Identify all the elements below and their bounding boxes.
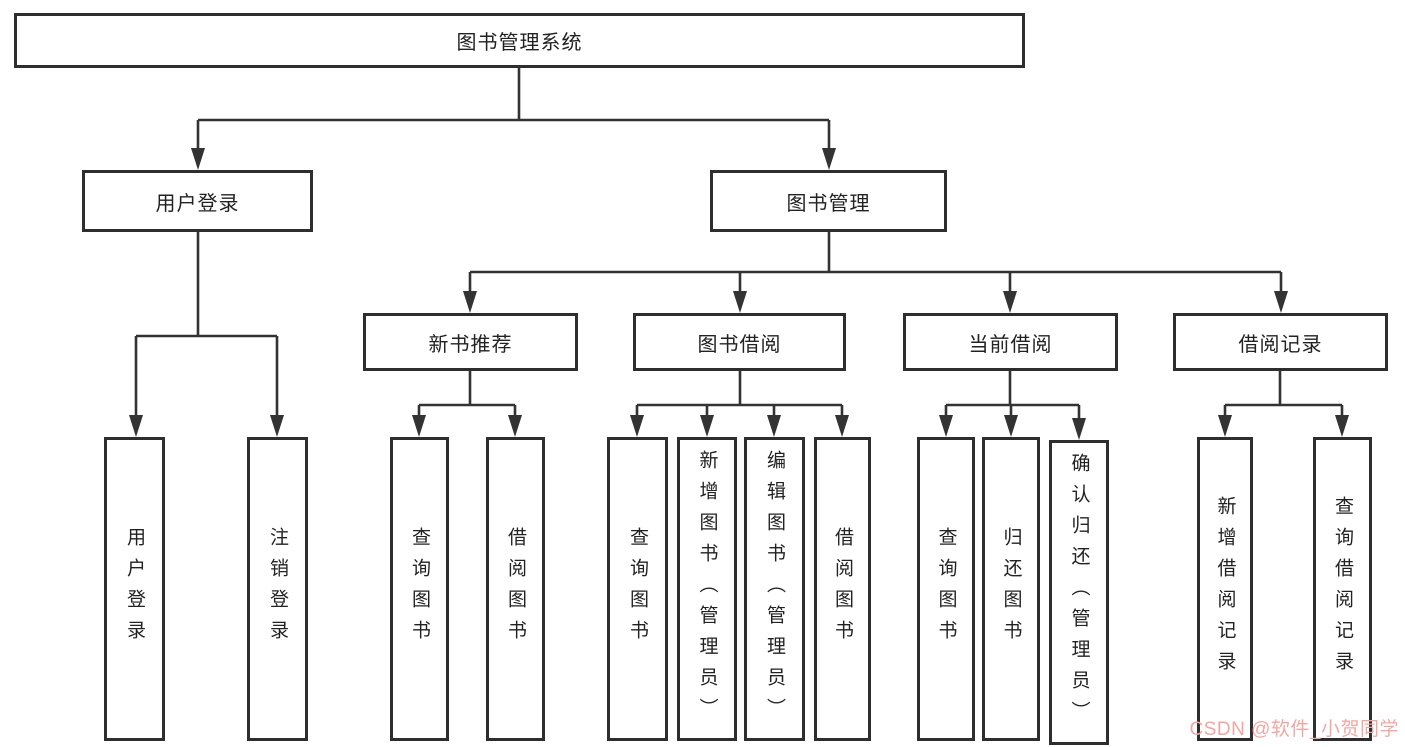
node-new-book-recommendation: 新书推荐 <box>363 313 578 371</box>
leaf-confirm-return-admin: 确认归还（管理员） <box>1049 440 1109 745</box>
leaf-add-borrow-record: 新增借阅记录 <box>1197 437 1253 741</box>
leaf-label: 新增借阅记录 <box>1214 496 1236 682</box>
leaf-label: 查询图书 <box>627 527 648 651</box>
leaf-label: 归还图书 <box>1000 527 1022 651</box>
node-label: 用户登录 <box>155 192 240 215</box>
leaf-borrow-books-1: 借阅图书 <box>486 437 545 741</box>
leaf-label: 用户登录 <box>124 527 145 651</box>
node-label: 新书推荐 <box>428 333 513 356</box>
leaf-label: 确认归还（管理员） <box>1068 453 1090 732</box>
leaf-query-borrow-record: 查询借阅记录 <box>1313 437 1372 741</box>
node-borrowing-records: 借阅记录 <box>1173 313 1388 371</box>
leaf-query-books-2: 查询图书 <box>607 437 668 741</box>
node-user-login: 用户登录 <box>82 170 313 232</box>
node-book-management: 图书管理 <box>710 170 947 232</box>
node-library-management-system: 图书管理系统 <box>14 13 1025 68</box>
node-book-borrowing: 图书借阅 <box>633 313 846 371</box>
leaf-query-books-1: 查询图书 <box>390 437 449 741</box>
leaf-label: 编辑图书（管理员） <box>764 449 785 729</box>
leaf-add-book-admin: 新增图书（管理员） <box>677 437 737 741</box>
node-label: 借阅记录 <box>1238 333 1323 356</box>
leaf-label: 借阅图书 <box>505 527 526 651</box>
node-label: 图书管理 <box>786 192 871 215</box>
leaf-borrow-books-2: 借阅图书 <box>814 437 871 741</box>
leaf-label: 注销登录 <box>267 527 288 651</box>
csdn-watermark: CSDN @软件_小贺同学 <box>1189 719 1399 740</box>
leaf-label: 新增图书（管理员） <box>696 449 718 729</box>
leaf-edit-book-admin: 编辑图书（管理员） <box>744 437 805 741</box>
leaf-return-books: 归还图书 <box>982 437 1040 741</box>
node-label: 图书管理系统 <box>456 32 583 54</box>
leaf-label: 查询借阅记录 <box>1332 496 1353 682</box>
leaf-label: 借阅图书 <box>832 527 853 651</box>
node-label: 当前借阅 <box>968 333 1053 356</box>
leaf-label: 查询图书 <box>409 527 430 651</box>
leaf-query-books-3: 查询图书 <box>917 437 975 741</box>
leaf-label: 查询图书 <box>935 527 957 651</box>
leaf-user-login: 用户登录 <box>104 437 165 741</box>
node-label: 图书借阅 <box>697 333 782 356</box>
leaf-logout: 注销登录 <box>247 437 308 741</box>
node-current-borrowing: 当前借阅 <box>903 313 1118 371</box>
